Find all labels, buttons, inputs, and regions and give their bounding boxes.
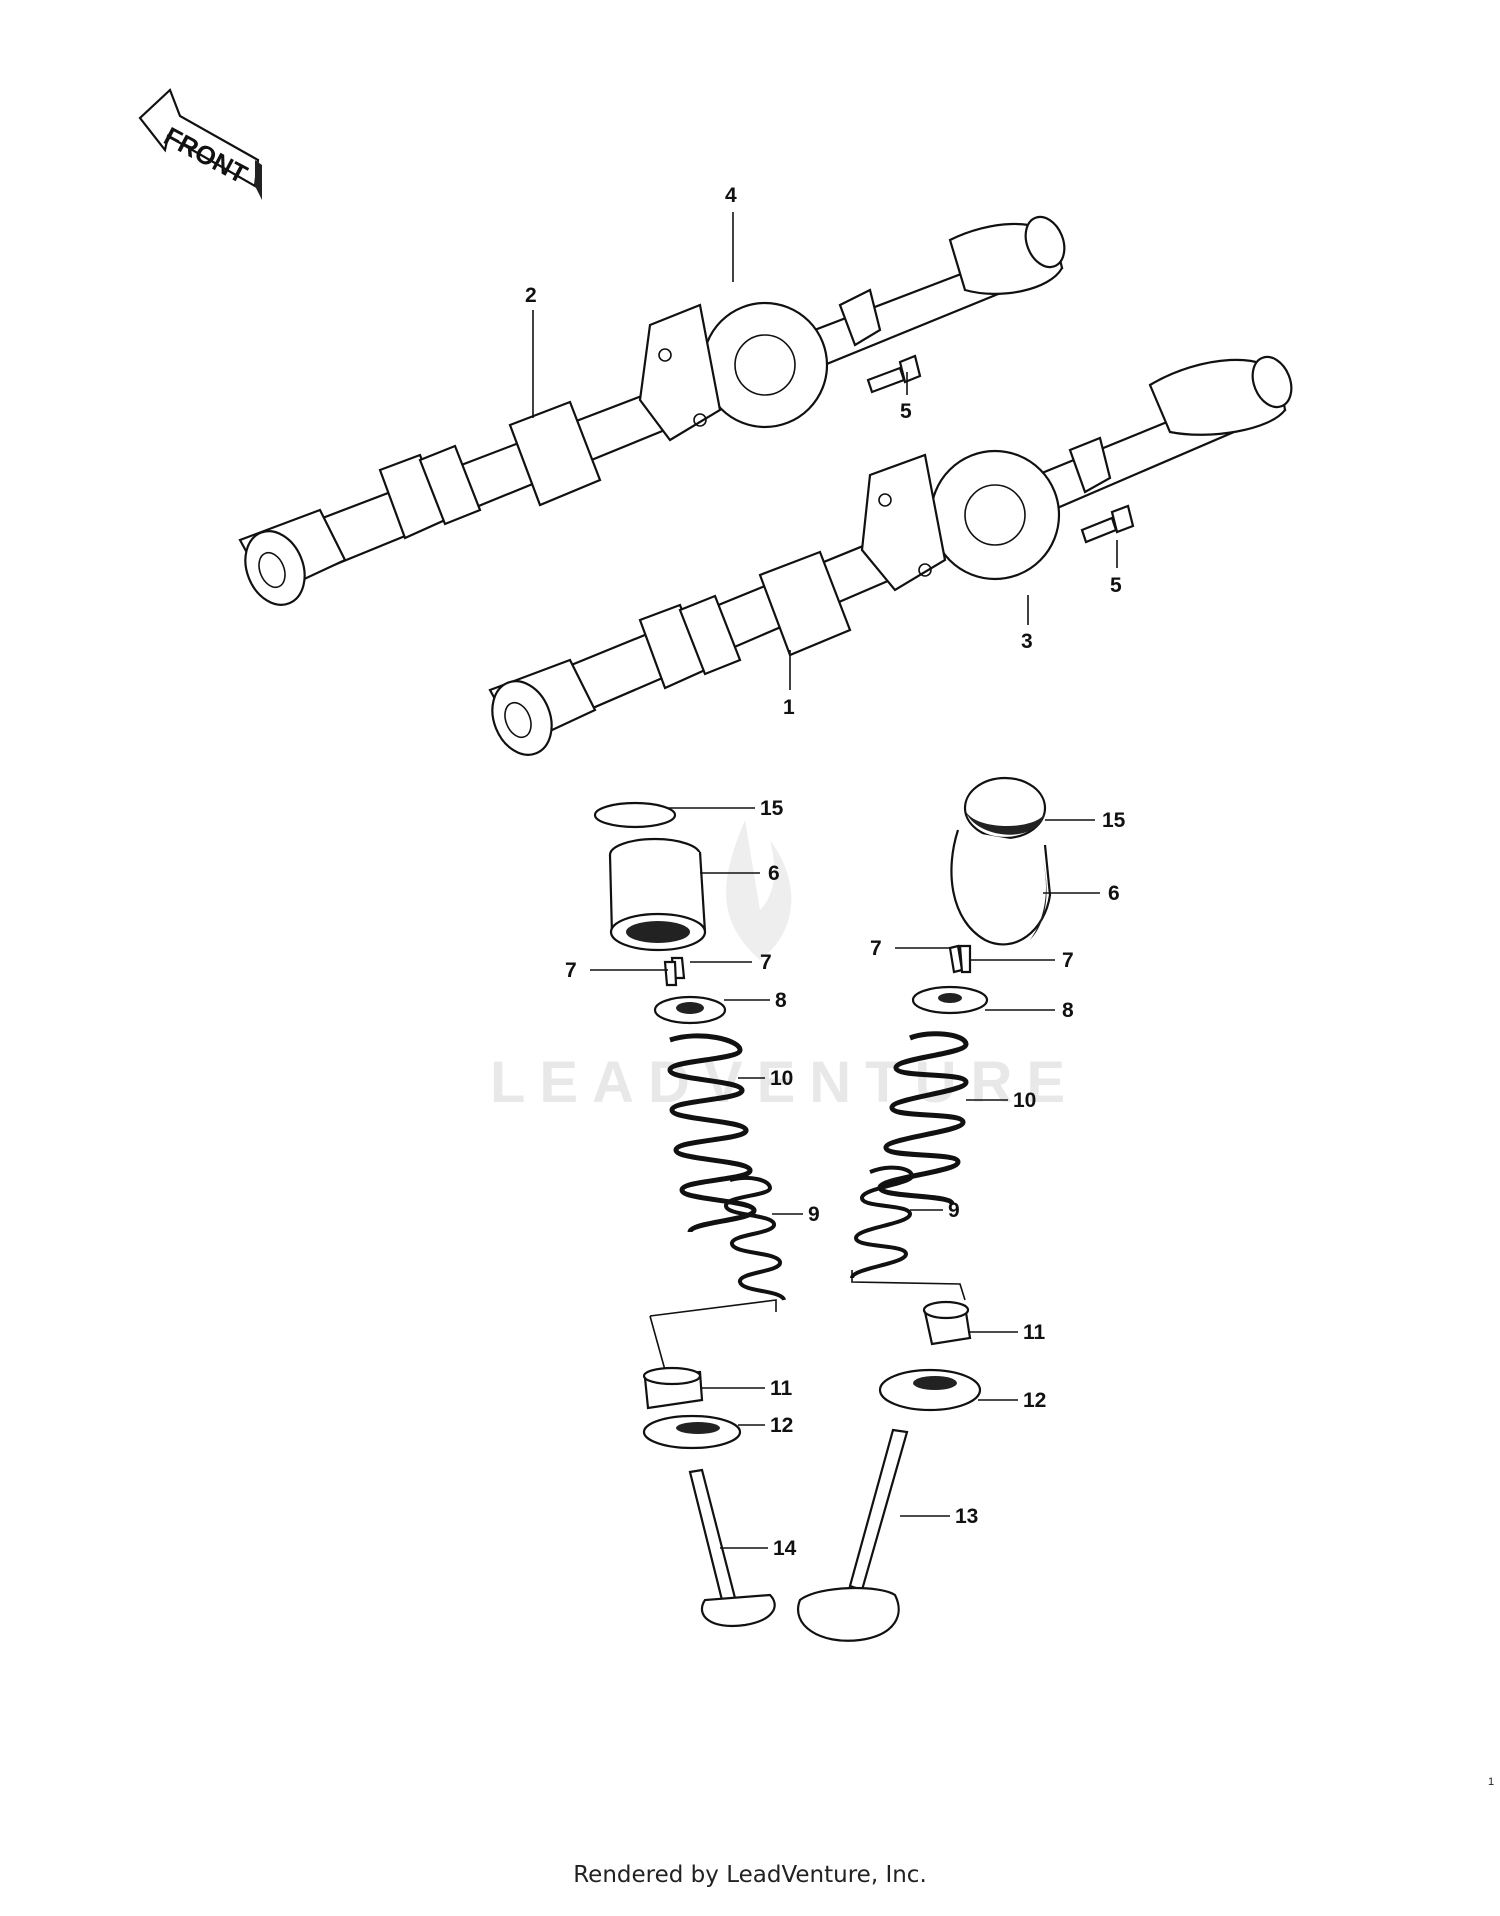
bucket-6-right [950,829,1052,946]
camshaft-1 [488,355,1293,756]
keeper-7-right-b [958,944,972,974]
valve-14 [688,1468,776,1628]
watermark: LEADVENTURE [490,820,1079,1115]
callout-3: 3 [1021,630,1033,653]
callout-11-right: 11 [1023,1321,1046,1344]
callout-11-left: 11 [770,1377,793,1400]
callout-13: 13 [955,1505,978,1528]
retainer-8-right [911,985,989,1015]
callout-4: 4 [725,184,737,207]
leader-lines [532,212,1118,1549]
seat-12-right [878,1368,982,1412]
spring-10-left [667,1033,757,1234]
page-number: 1 [1488,1776,1495,1788]
bolt-5-upper [866,354,922,394]
callout-5-upper: 5 [900,400,912,423]
footer-credit: Rendered by LeadVenture, Inc. [573,1862,927,1888]
callout-labels: 4 2 5 5 3 1 15 6 7 7 8 10 9 11 12 14 15 … [525,184,1126,1560]
callout-2: 2 [525,284,537,307]
seat-12-left [642,1414,742,1450]
callout-6-left: 6 [768,862,780,885]
camshaft-2 [238,215,1066,606]
sprocket-3 [860,436,1112,592]
spring-9-right [850,1165,915,1279]
valve-13 [797,1428,909,1642]
callout-10-right: 10 [1013,1089,1036,1112]
callout-7-right-right: 7 [1062,949,1074,972]
callout-15-left: 15 [760,797,784,820]
callout-15-right: 15 [1102,809,1126,832]
valve-assembly-left [593,801,786,1628]
retainer-8-left [653,995,727,1025]
callout-7-left-right: 7 [760,951,772,974]
callout-12-right: 12 [1023,1389,1046,1412]
shim-15-right [963,776,1047,840]
callout-9-right: 9 [948,1199,960,1222]
callout-8-left: 8 [775,989,787,1012]
front-arrow-icon: FRONT [138,88,262,200]
watermark-text: LEADVENTURE [490,1050,1079,1115]
bucket-6-left [608,837,707,952]
valve-assembly-right [797,776,1052,1642]
spring-10-right [877,1031,969,1206]
keeper-7-left-b [663,960,678,987]
callout-14: 14 [773,1537,797,1560]
spring-9-left [724,1176,786,1302]
callout-7-left-left: 7 [565,959,577,982]
bolt-5-lower [1080,504,1135,544]
seal-11-left [642,1366,704,1410]
callout-6-right: 6 [1108,882,1120,905]
shim-15-left [593,801,677,829]
callout-12-left: 12 [770,1414,793,1437]
callout-7-right-left: 7 [870,937,882,960]
callout-10-left: 10 [770,1067,793,1090]
sprocket-4 [638,288,882,442]
callout-5-lower: 5 [1110,574,1122,597]
callout-8-right: 8 [1062,999,1074,1022]
seal-11-right [922,1300,972,1346]
callout-1: 1 [783,696,795,719]
callout-9-left: 9 [808,1203,820,1226]
